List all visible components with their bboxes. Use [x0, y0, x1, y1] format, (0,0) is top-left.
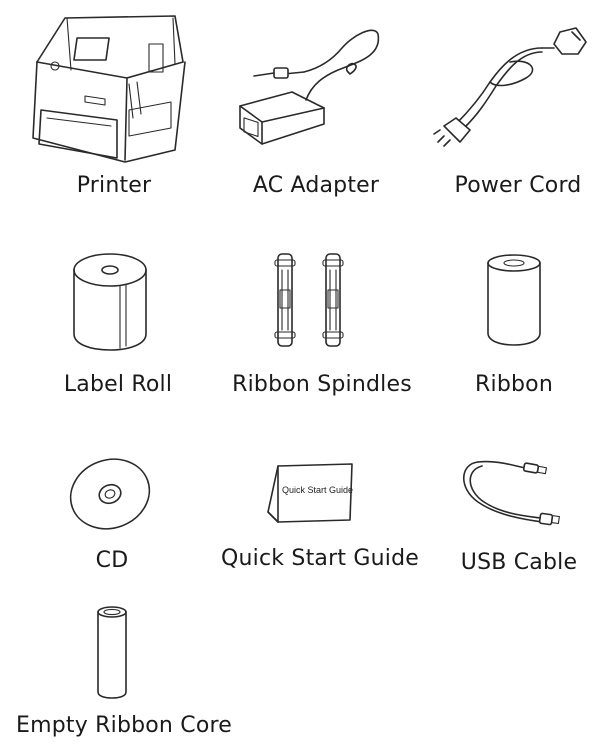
empty-ribbon-core-label: Empty Ribbon Core — [16, 713, 232, 738]
ac-adapter-illustration — [232, 28, 380, 146]
label-roll-illustration — [70, 248, 154, 352]
ribbon-label: Ribbon — [475, 372, 553, 397]
usb-cable-label: USB Cable — [460, 550, 578, 575]
ribbon-illustration — [484, 253, 544, 347]
quick-start-guide-illustration: Quick Start Guide — [266, 462, 353, 524]
printer-illustration — [25, 10, 195, 162]
printer-label: Printer — [76, 173, 152, 198]
quick-start-guide-cover-text: Quick Start Guide — [282, 485, 353, 495]
ribbon-spindles-label: Ribbon Spindles — [232, 372, 412, 397]
quick-start-guide-label: Quick Start Guide — [221, 546, 419, 571]
empty-ribbon-core-illustration — [94, 604, 130, 700]
cd-label: CD — [95, 548, 129, 573]
power-cord-illustration — [430, 26, 590, 150]
usb-cable-illustration — [458, 458, 562, 530]
ac-adapter-label: AC Adapter — [252, 173, 380, 198]
ribbon-spindles-illustration — [270, 250, 356, 352]
cd-illustration — [68, 456, 152, 534]
power-cord-label: Power Cord — [454, 173, 582, 198]
label-roll-label: Label Roll — [63, 372, 173, 397]
